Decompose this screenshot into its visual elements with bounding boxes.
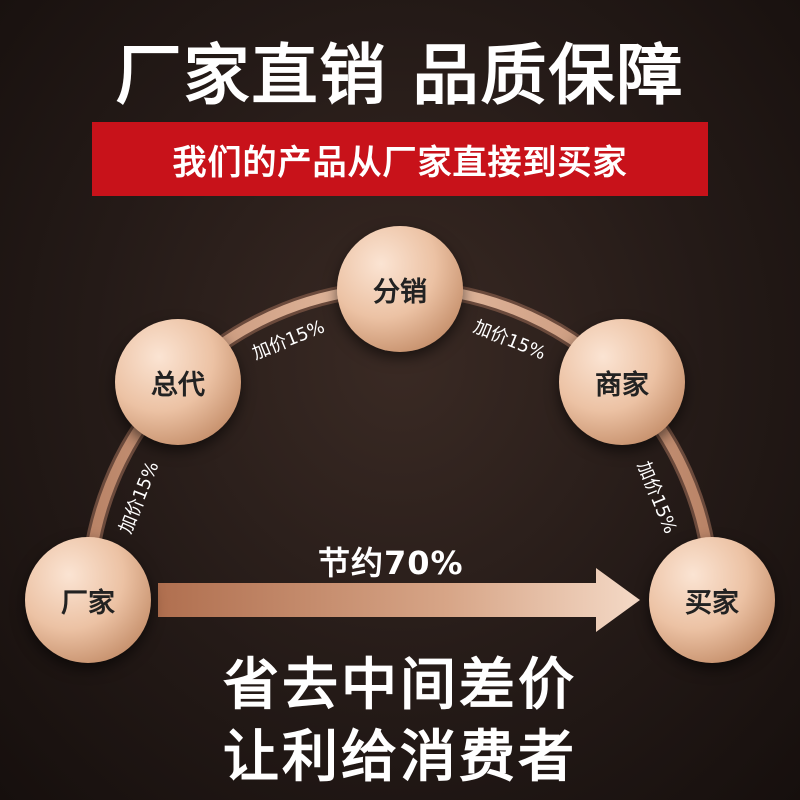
savings-arrow <box>158 568 640 632</box>
node-distributor: 分销 <box>337 226 463 352</box>
node-factory-label: 厂家 <box>61 587 115 619</box>
node-distributor-label: 分销 <box>373 276 427 308</box>
node-merchant: 商家 <box>559 319 685 445</box>
node-buyer: 买家 <box>649 537 775 663</box>
node-factory: 厂家 <box>25 537 151 663</box>
node-merchant-label: 商家 <box>595 369 649 401</box>
bottom-line-1: 省去中间差价 <box>223 653 577 718</box>
red-banner: 我们的产品从厂家直接到买家 <box>92 122 708 196</box>
bottom-line-2: 让利给消费者 <box>223 725 577 790</box>
node-general-agent-label: 总代 <box>151 369 205 401</box>
node-general-agent: 总代 <box>115 319 241 445</box>
banner-text: 我们的产品从厂家直接到买家 <box>172 142 628 183</box>
page-title: 厂家直销 品质保障 <box>115 37 685 114</box>
node-buyer-label: 买家 <box>685 587 739 619</box>
savings-label: 节约70% <box>318 544 464 582</box>
